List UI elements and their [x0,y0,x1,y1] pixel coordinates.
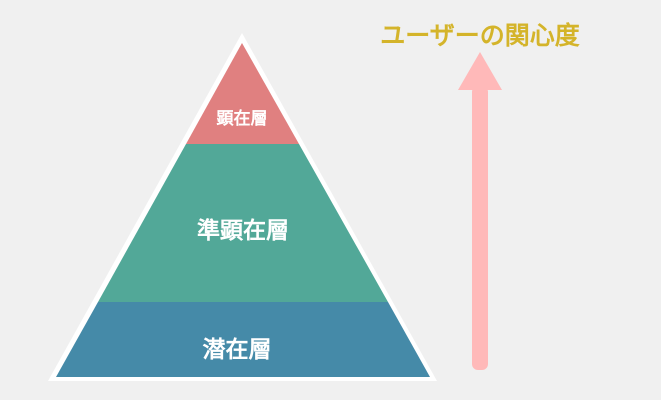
interest-arrow-shaft [472,86,488,370]
interest-arrow-label: ユーザーの関心度 [380,21,580,50]
pyramid-layer-bottom-label: 潜在層 [203,336,272,363]
interest-arrow-up-icon [458,52,502,90]
pyramid-layer-middle-label: 準顕在層 [197,217,289,244]
pyramid-layer-middle [98,144,388,302]
pyramid: 顕在層 準顕在層 潜在層 [48,33,437,381]
interest-arrow [458,52,502,370]
pyramid-layer-top [186,43,299,144]
pyramid-layer-top-label: 顕在層 [217,108,268,129]
pyramid-layer-bottom [56,302,430,377]
